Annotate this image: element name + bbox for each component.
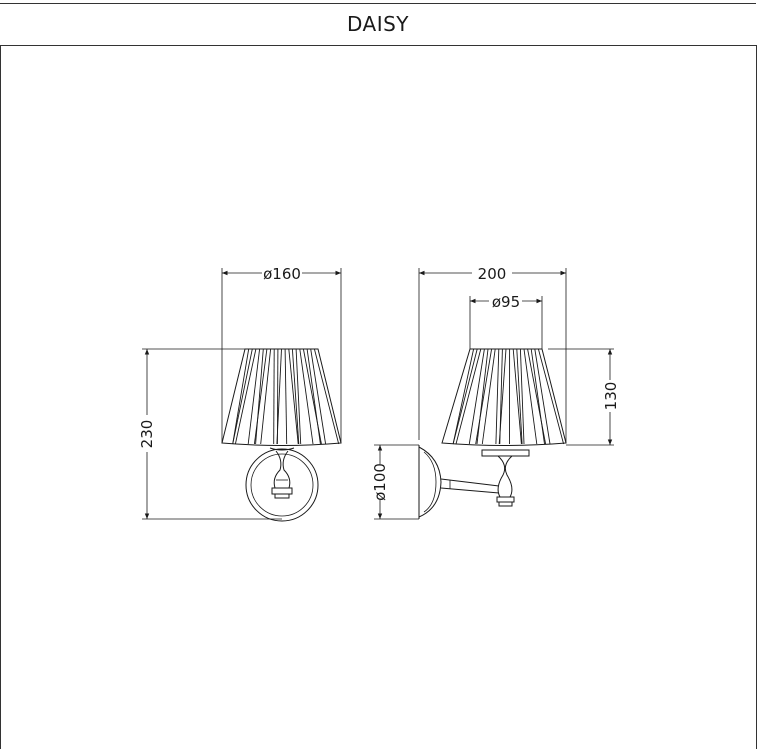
drawing-frame: [0, 45, 757, 749]
pleat-line: [232, 348, 253, 445]
pleat-line: [530, 348, 545, 445]
front-shade-diameter-label: ø160: [263, 265, 301, 283]
pleat-line: [295, 348, 302, 445]
pleat-line: [291, 348, 300, 445]
side-shade-height-dimension: 130: [548, 348, 620, 446]
side-base-diameter-label: ø100: [371, 463, 389, 501]
pleat-line: [310, 348, 327, 445]
pleat-line: [284, 348, 288, 445]
pleat-line: [288, 348, 299, 445]
front-height-label: 230: [138, 420, 156, 449]
pleat-line: [452, 348, 478, 445]
pleat-line: [516, 348, 523, 445]
front-wall-plate: [245, 448, 319, 522]
side-width-dimension: 200: [418, 265, 567, 443]
pleat-line: [476, 348, 489, 445]
pleat-line: [234, 348, 257, 445]
front-height-dimension: 230: [138, 348, 282, 520]
side-lamp-body: [481, 449, 530, 507]
pleat-line: [455, 348, 482, 445]
pleat-line: [523, 348, 538, 445]
pleat-line: [306, 348, 321, 445]
front-view: ø160 230: [138, 265, 342, 522]
pleat-line: [276, 348, 282, 445]
pleat-line: [313, 348, 340, 445]
side-inner-diameter-label: ø95: [492, 293, 520, 311]
side-base-diameter-dimension: ø100: [371, 444, 419, 520]
side-view: 200 ø95 130 ø100: [371, 265, 620, 520]
front-shade-diameter-dimension: ø160: [221, 265, 342, 443]
pleat-line: [519, 348, 525, 445]
pleat-line: [299, 348, 314, 445]
side-lampshade: [441, 348, 567, 446]
pleat-line: [512, 348, 522, 445]
pleat-line: [260, 348, 272, 445]
side-arm: [440, 478, 500, 494]
front-lampshade: [221, 348, 342, 446]
pleat-line: [537, 348, 565, 445]
product-title: DAISY: [346, 12, 410, 36]
pleat-line: [273, 348, 275, 445]
side-wall-base: [418, 445, 442, 519]
pleat-line: [534, 348, 551, 445]
pleat-line: [495, 348, 500, 445]
pleat-line: [481, 348, 496, 445]
pleat-line: [468, 348, 485, 445]
pleat-line: [253, 348, 268, 445]
pleat-line: [232, 348, 250, 445]
pleat-line: [475, 348, 493, 445]
pleat-line: [498, 348, 507, 445]
side-inner-diameter-dimension: ø95: [469, 293, 543, 349]
title-bar: DAISY: [0, 3, 756, 46]
pleat-line: [247, 348, 261, 445]
pleat-line: [452, 348, 475, 445]
front-lamp-body: [269, 447, 295, 499]
side-shade-height-label: 130: [602, 382, 620, 411]
side-width-label: 200: [478, 265, 507, 283]
